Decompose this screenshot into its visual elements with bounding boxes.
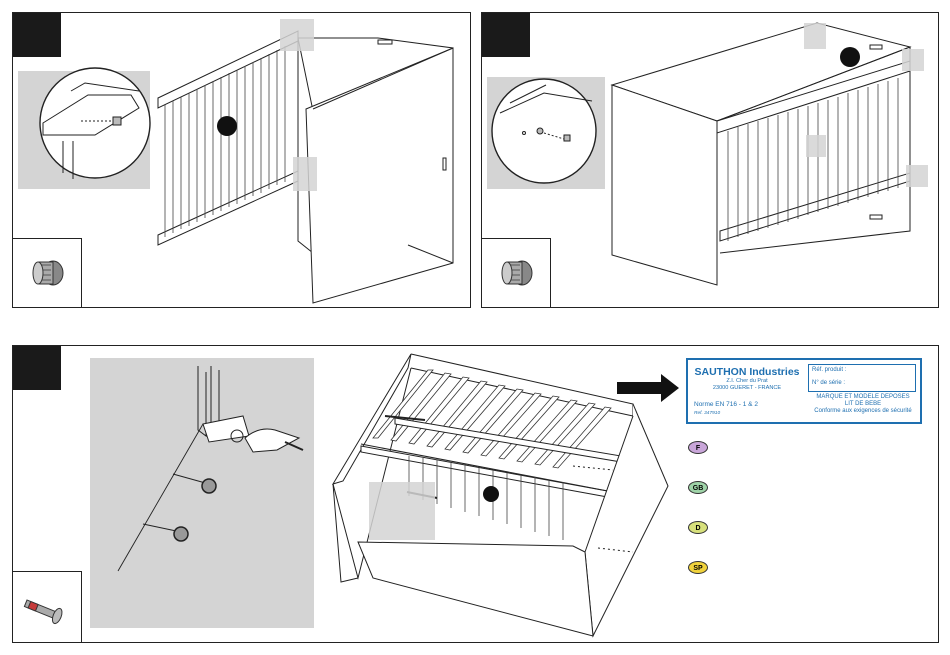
step-panel-2 xyxy=(481,12,939,308)
address-line-2: 23000 GUERET - FRANCE xyxy=(688,385,806,392)
trademark-line-2: LIT DE BEBE xyxy=(806,401,920,408)
arrow-icon xyxy=(617,374,679,402)
serial-field: N° de série : xyxy=(812,380,912,386)
product-info-box: Réf. produit : N° de série : xyxy=(808,364,916,392)
language-badge-gb: GB xyxy=(688,481,708,494)
norm-text: Norme EN 716 - 1 & 2 xyxy=(694,401,758,408)
label-manufacturer: SAUTHON Industries Z.I. Cher du Prat 230… xyxy=(688,360,806,422)
address-line-1: Z.I. Cher du Prat xyxy=(688,378,806,385)
product-label: SAUTHON Industries Z.I. Cher du Prat 230… xyxy=(686,358,922,424)
language-badge-sp: SP xyxy=(688,561,708,574)
assembly-drawing-2 xyxy=(482,13,940,309)
trademark-block: MARQUE ET MODELE DEPOSES LIT DE BEBE Con… xyxy=(806,394,920,415)
step-panel-1 xyxy=(12,12,471,308)
conformity-text: Conforme aux exigences de sécurité xyxy=(806,408,920,415)
trademark-line-1: MARQUE ET MODELE DEPOSES xyxy=(806,394,920,401)
language-badge-f: F xyxy=(688,441,708,454)
language-badge-d: D xyxy=(688,521,708,534)
assembly-drawing-1 xyxy=(13,13,472,309)
label-product: Réf. produit : N° de série : MARQUE ET M… xyxy=(806,360,920,422)
ref-text: Ref. 347910 xyxy=(694,411,720,416)
brand-name: SAUTHON Industries xyxy=(688,366,806,378)
product-ref-field: Réf. produit : xyxy=(812,367,912,373)
